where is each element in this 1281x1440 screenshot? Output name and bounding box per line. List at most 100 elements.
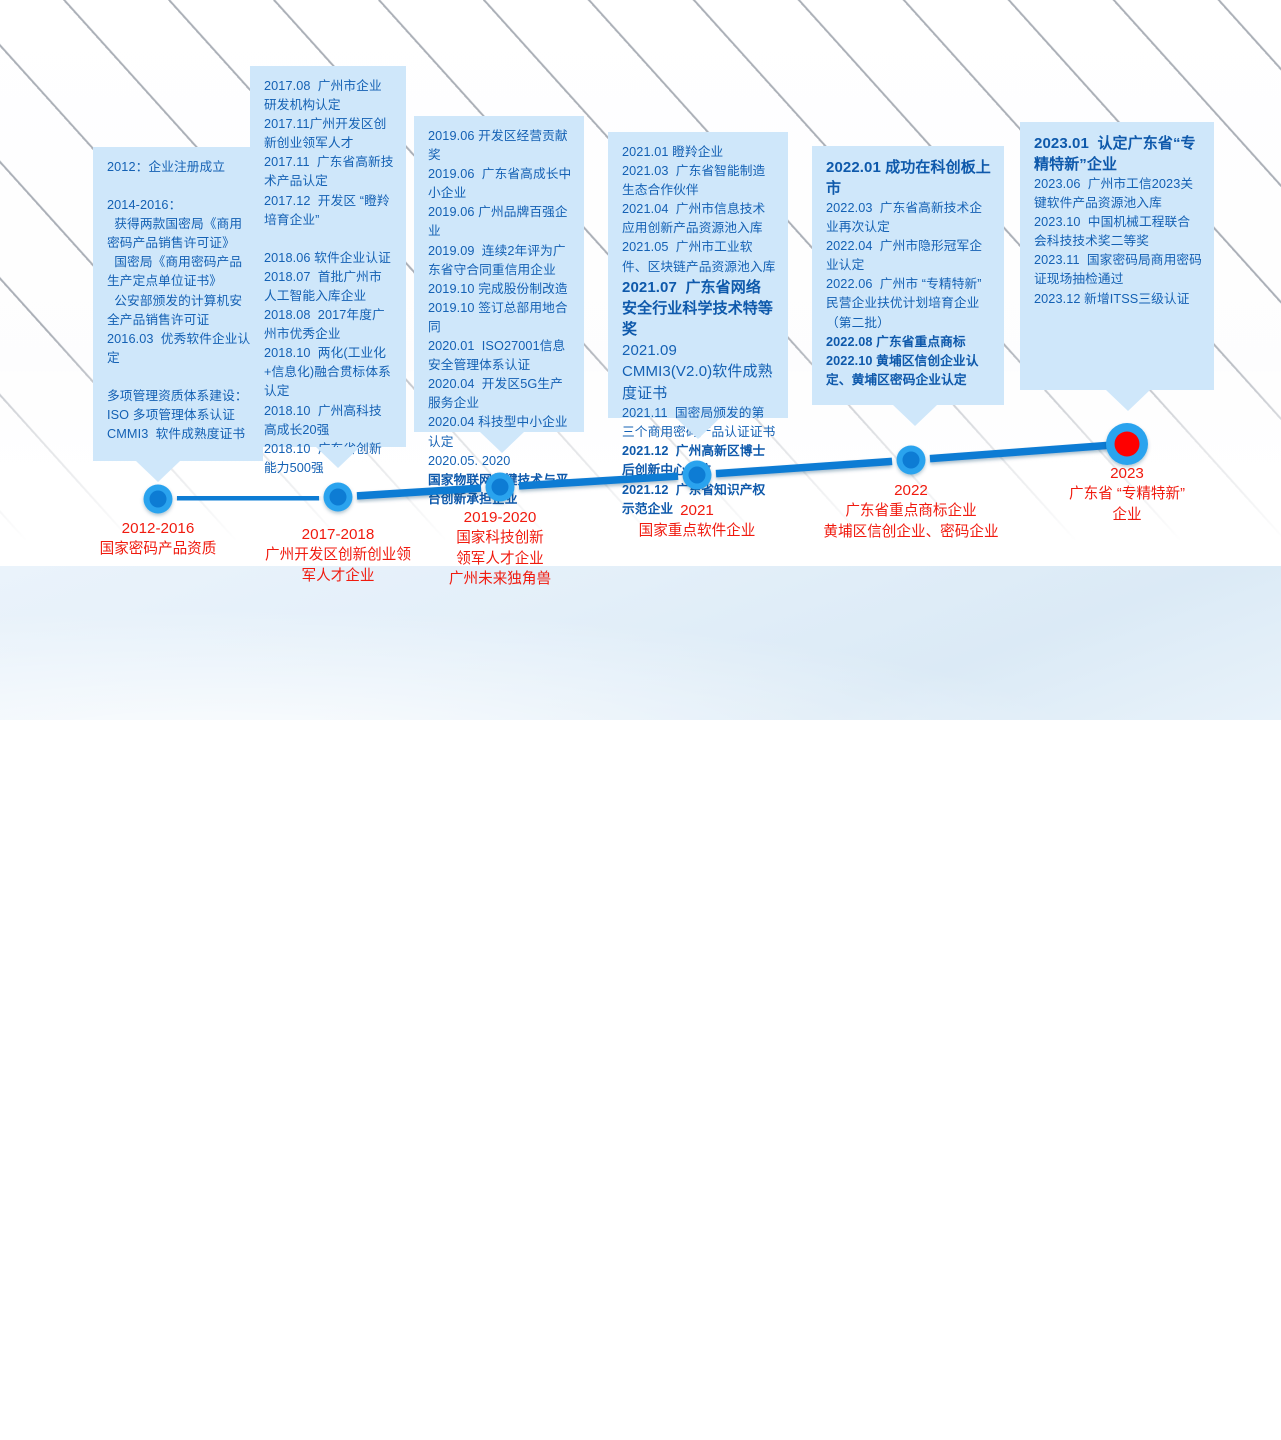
timeline-segment (929, 441, 1109, 463)
card-line: 2021.04 广州市信息技术应用创新产品资源池入库 (622, 200, 776, 238)
node-2017-2018-marker[interactable] (323, 482, 353, 512)
card-line: 获得两款国密局《商用密码产品销售许可证》 (107, 215, 251, 253)
timeline-segment (518, 472, 679, 490)
card-line-text: 2023.12 新增ITSS三级认证 (1034, 291, 1190, 306)
card-line: 2019.06 广东省高成长中小企业 (428, 165, 572, 203)
card-line-text: 2019.10 (428, 300, 479, 315)
card-line-text: 2018.10 (264, 403, 318, 418)
card-line-text: 2021.03 广东省智能制造生态合作伙伴 (622, 164, 766, 198)
card-line-text: 2023.01 认定广东省“专精特新”企业 (1034, 135, 1196, 173)
card-line-text: 2014-2016： (107, 198, 182, 213)
card-line: 2023.10 中国机械工程联合会科技技术奖二等奖 (1034, 213, 1202, 251)
card-line-text: 2016.03 优秀软件企业认定 (107, 331, 251, 365)
card-line-text: 2018.07 首批广州市人工智能入库企业 (264, 269, 382, 303)
card-line: 国密局《商用密码产品生产定点单位证书》 (107, 253, 251, 291)
card-line: 2019.06 开发区经营贡献奖 (428, 127, 572, 165)
card-line-text: 2017.08 广州市企业研发机构认定 (264, 79, 382, 113)
node-caption-text: 国家密码产品资质 (99, 541, 217, 557)
card-line-text: 2018.08 2017年度广州市优秀企业 (264, 308, 385, 342)
bottom-gradient-band (0, 566, 1281, 1440)
card-line-text: 2017.11 广东省高新技术产品认定 (264, 155, 394, 189)
card-line: 公安部颁发的计算机安全产品销售许可证 (107, 292, 251, 330)
card-line: 2023.01 认定广东省“专精特新”企业 (1034, 133, 1202, 175)
card-2023: 2023.01 认定广东省“专精特新”企业 2023.06 广州市工信2023关键… (1020, 122, 1214, 411)
card-line: 2019.10 签订总部用地合同 (428, 299, 572, 337)
node-2022-marker[interactable] (896, 445, 926, 475)
card-line: 2018.10 广州高科技高成长20强 (264, 402, 394, 440)
timeline-segment (176, 493, 320, 503)
card-line: 2016.03 优秀软件企业认定 (107, 330, 251, 368)
card-line-emphasis: 5G生产服务企业 (428, 377, 563, 411)
card-pointer-triangle (1106, 390, 1150, 411)
node-inner-dot (902, 451, 920, 469)
card-line-text: CMMI3 软件成熟度证书 (107, 427, 246, 442)
node-caption-text: 国家科技创新 领军人才企业 广州未来独角兽 (448, 530, 552, 587)
card-line: 2022.03 广东省高新技术企业再次认定 (826, 199, 992, 237)
card-line-text: 2022.03 广东省高新技术企业再次认定 (826, 201, 983, 235)
card-line: 2019.09 连续2年评为广东省守合同重信用企业 (428, 242, 572, 280)
card-line: 2020.04 开发区5G生产服务企业 (428, 375, 572, 413)
card-pointer-triangle (480, 432, 524, 453)
node-2019-2020-caption: 2019-2020 国家科技创新 领军人才企业 广州未来独角兽 (370, 507, 630, 590)
node-year-label: 2017-2018 (301, 526, 375, 543)
card-line: 2018.10 两化(工业化+信息化)融合贯标体系认定 (264, 344, 394, 401)
card-line-text: 公安部颁发的计算机安全产品销售许可证 (107, 293, 243, 327)
card-line-text: 获得两款国密局《商用密码产品销售许可证》 (107, 217, 243, 251)
node-year-label: 2012-2016 (121, 520, 195, 537)
card-line: 2021.03 广东省智能制造生态合作伙伴 (622, 162, 776, 200)
card-line-text: 2022.04 广州市隐形冠军企业认定 (826, 239, 983, 273)
card-line (264, 230, 394, 249)
timeline-stage: 2012：企业注册成立 2014-2016： 获得两款国密局《商用密码产品销售许可… (93, 66, 1257, 590)
card-line: 2023.11 国家密码局商用密码证现场抽检通过 (1034, 251, 1202, 289)
node-inner-dot (688, 466, 706, 484)
card-line: 2019.06 广州品牌百强企业 (428, 203, 572, 241)
card-line-emphasis: 创新创业领军人才 (264, 117, 387, 151)
timeline-nodes (143, 423, 1148, 514)
card-line-text: 国密局《商用密码产品生产定点单位证书》 (107, 255, 243, 289)
node-caption-text: 广东省 “专精特新” 企业 (1069, 486, 1185, 523)
node-2019-2020-marker[interactable] (485, 472, 515, 502)
card-line: 2014-2016： (107, 196, 251, 215)
card-line-text: 2023.11 国家密码局商用密码证现场抽检通过 (1034, 253, 1202, 287)
card-line-text: 2023.10 中国机械工程联合会科技技术奖二等奖 (1034, 215, 1191, 249)
card-line-emphasis: 广州高科技高成长20强 (264, 403, 382, 437)
card-pointer-triangle (676, 418, 720, 439)
card-line-text: ISO 多项管理体系认证 (107, 408, 236, 423)
card-line-text: 2022.10 黄埔区信创企业认定、黄埔区密码企业认定 (826, 353, 979, 387)
card-line: 2017.08 广州市企业研发机构认定 (264, 77, 394, 115)
card-line: 2017.12 开发区 “瞪羚培育企业” (264, 192, 394, 230)
card-line-text: 2020.04 开发区 (428, 377, 521, 392)
node-inner-dot (329, 488, 347, 506)
card-line: 2020.04 科技型中小企业认定 (428, 413, 572, 451)
card-line: 2023.06 广州市工信2023关键软件产品资源池入库 (1034, 175, 1202, 213)
card-line-text: 多项管理资质体系建设： (107, 388, 248, 403)
card-line: 2022.06 广州市 “专精特新” 民营企业扶优计划培育企业（第二批） (826, 275, 992, 332)
card-line-text: 2020.01 ISO27001信息安全管理体系认证 (428, 339, 566, 373)
card-line: 2017.11 广东省高新技术产品认定 (264, 153, 394, 191)
card-line: 2020.01 ISO27001信息安全管理体系认证 (428, 337, 572, 375)
card-line-text: 2012：企业注册成立 (107, 160, 226, 174)
card-pointer-triangle (136, 461, 180, 482)
card-line-text: 2019.10 (428, 281, 479, 296)
node-2023-marker[interactable] (1106, 423, 1148, 465)
card-pointer-triangle (316, 447, 360, 468)
node-2021-marker[interactable] (682, 460, 712, 490)
card-line-text: 2023.06 广州市工信2023关键软件产品资源池入库 (1034, 177, 1194, 211)
card-line-text: 2018.10 (264, 441, 318, 456)
card-line-text: 2019.06 广东省高成长中小企业 (428, 167, 572, 201)
card-line: 2012：企业注册成立 (107, 158, 251, 177)
node-2012-2016-marker[interactable] (143, 484, 173, 514)
node-year-label: 2019-2020 (463, 509, 537, 526)
card-line-text: 2021.05 广州市工业软件、区块链产品资源池入库 (622, 240, 776, 274)
card-line-text: 2022.08 广东省重点商标 (826, 334, 966, 349)
timeline-segment (356, 484, 482, 500)
card-pointer-triangle (893, 405, 937, 426)
card-line-text: 2020.04 科技型中小企业认定 (428, 415, 568, 449)
